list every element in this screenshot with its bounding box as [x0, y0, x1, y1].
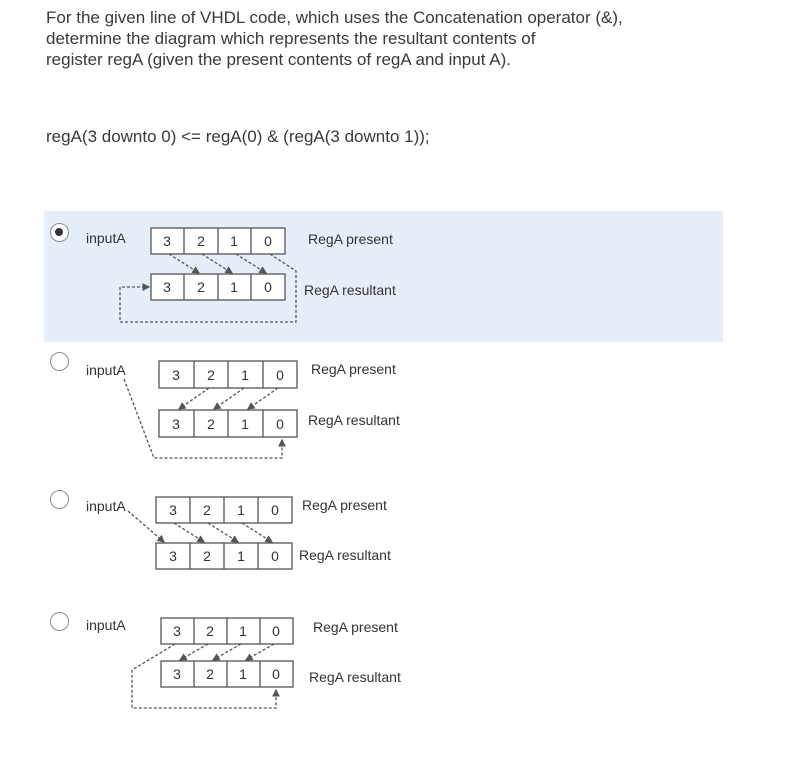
present-bit: 0 — [271, 502, 279, 518]
present-bit: 1 — [239, 623, 247, 639]
present-label: RegA present — [308, 231, 393, 247]
radio-button-option-2[interactable] — [50, 352, 69, 371]
present-bit: 1 — [230, 233, 238, 249]
answer-option-1[interactable]: inputA 3 2 1 0 3 2 1 0 RegA present RegA… — [44, 211, 723, 342]
present-bit: 3 — [169, 502, 177, 518]
answer-option-4[interactable]: inputA 3 2 1 0 3 2 1 0 RegA present RegA… — [44, 604, 723, 724]
result-bit: 2 — [203, 548, 211, 564]
result-bit: 0 — [264, 279, 272, 295]
result-bit: 2 — [197, 279, 205, 295]
diagram-option-1: inputA 3 2 1 0 3 2 1 0 RegA present RegA… — [86, 227, 396, 323]
input-label: inputA — [86, 230, 126, 246]
result-bit: 0 — [276, 416, 284, 432]
diagram-option-4: inputA 3 2 1 0 3 2 1 0 RegA present RegA… — [86, 617, 401, 709]
result-bit: 3 — [173, 666, 181, 682]
present-bit: 2 — [197, 233, 205, 249]
present-label: RegA present — [302, 497, 387, 513]
result-bit: 1 — [237, 548, 245, 564]
answer-option-3[interactable]: inputA 3 2 1 0 3 2 1 0 RegA present RegA… — [44, 484, 723, 594]
radio-button-option-1[interactable] — [50, 223, 69, 242]
present-bit: 0 — [264, 233, 272, 249]
result-bit: 0 — [271, 548, 279, 564]
radio-button-option-3[interactable] — [50, 490, 69, 509]
diagram-option-2: inputA 3 2 1 0 3 2 1 0 RegA present RegA… — [86, 360, 400, 459]
present-bit: 3 — [173, 623, 181, 639]
result-bit: 3 — [169, 548, 177, 564]
resultant-label: RegA resultant — [309, 669, 401, 685]
resultant-label: RegA resultant — [304, 282, 396, 298]
present-bit: 2 — [203, 502, 211, 518]
result-bit: 3 — [172, 416, 180, 432]
result-bit: 1 — [239, 666, 247, 682]
present-bit: 3 — [163, 233, 171, 249]
result-bit: 1 — [241, 416, 249, 432]
result-bit: 1 — [230, 279, 238, 295]
resultant-label: RegA resultant — [299, 547, 391, 563]
present-bit: 1 — [237, 502, 245, 518]
present-bit: 0 — [272, 623, 280, 639]
present-bit: 2 — [206, 623, 214, 639]
result-bit: 2 — [206, 666, 214, 682]
present-label: RegA present — [313, 619, 398, 635]
radio-button-option-4[interactable] — [50, 612, 69, 631]
input-label: inputA — [86, 617, 126, 633]
vhdl-code-line: regA(3 downto 0) <= regA(0) & (regA(3 do… — [46, 127, 430, 146]
question-line-2: determine the diagram which represents t… — [46, 29, 536, 48]
question-line-1: For the given line of VHDL code, which u… — [46, 8, 623, 27]
present-bit: 3 — [172, 367, 180, 383]
resultant-label: RegA resultant — [308, 412, 400, 428]
diagram-option-3: inputA 3 2 1 0 3 2 1 0 RegA present RegA… — [86, 496, 391, 570]
present-label: RegA present — [311, 361, 396, 377]
input-label: inputA — [86, 498, 126, 514]
present-bit: 2 — [207, 367, 215, 383]
question-line-3: register regA (given the present content… — [46, 50, 511, 69]
answer-option-2[interactable]: inputA 3 2 1 0 3 2 1 0 RegA present RegA… — [44, 346, 723, 476]
input-label: inputA — [86, 362, 126, 378]
question-text: For the given line of VHDL code, which u… — [46, 7, 746, 70]
result-bit: 0 — [272, 666, 280, 682]
result-bit: 2 — [207, 416, 215, 432]
present-bit: 1 — [241, 367, 249, 383]
present-bit: 0 — [276, 367, 284, 383]
result-bit: 3 — [163, 279, 171, 295]
